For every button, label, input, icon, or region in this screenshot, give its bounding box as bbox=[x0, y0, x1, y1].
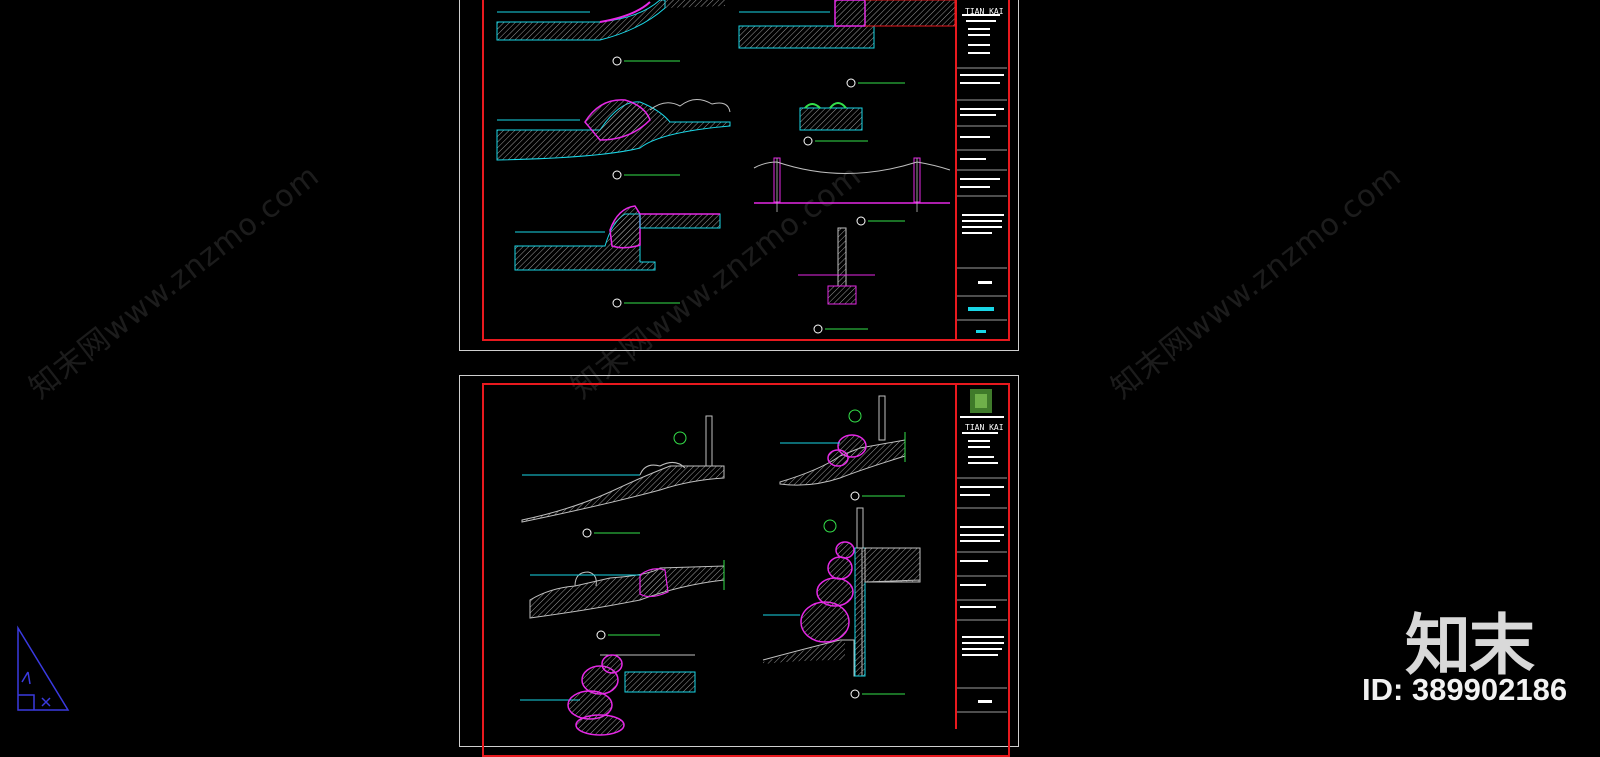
detail-f-fence bbox=[753, 157, 951, 226]
detail-j-rocks bbox=[520, 654, 696, 736]
brand-logo: 知末 bbox=[1405, 607, 1535, 684]
detail-k-section bbox=[779, 395, 906, 501]
detail-e-section bbox=[799, 102, 868, 146]
detail-i-section bbox=[529, 560, 725, 640]
detail-g-bollard bbox=[798, 227, 875, 334]
sheet-1-border bbox=[482, 0, 1010, 341]
sheet-2-details bbox=[17, 389, 1007, 736]
sheet-2-title-rows bbox=[957, 477, 1007, 713]
sheet-2-title-notes bbox=[960, 416, 1004, 703]
detail-h-slope bbox=[521, 415, 725, 538]
detail-c-section bbox=[514, 205, 721, 308]
detail-a-label bbox=[612, 56, 680, 66]
drawing-sheet-1[interactable] bbox=[459, 0, 1019, 351]
detail-d-section bbox=[738, 0, 956, 88]
asset-id-label: ID: 389902186 bbox=[1362, 672, 1568, 707]
sheet-1-company-abbrev: TIAN KAI bbox=[965, 7, 1004, 16]
detail-l-retaining-wall bbox=[762, 507, 921, 699]
sheet-1-title-block bbox=[955, 0, 1009, 340]
sheet-1-cyan-stamp bbox=[968, 307, 994, 311]
detail-a-section bbox=[496, 0, 725, 41]
sheet-2-company-abbrev: TIAN KAI bbox=[965, 423, 1004, 432]
sheet-1-details bbox=[496, 0, 1007, 334]
sheet-1-title-notes bbox=[960, 14, 1004, 284]
ucs-icon bbox=[17, 625, 70, 711]
detail-b-section bbox=[496, 99, 731, 180]
sheet-2-title-block bbox=[955, 384, 1009, 729]
sheet-1-title-rows bbox=[957, 67, 1007, 321]
